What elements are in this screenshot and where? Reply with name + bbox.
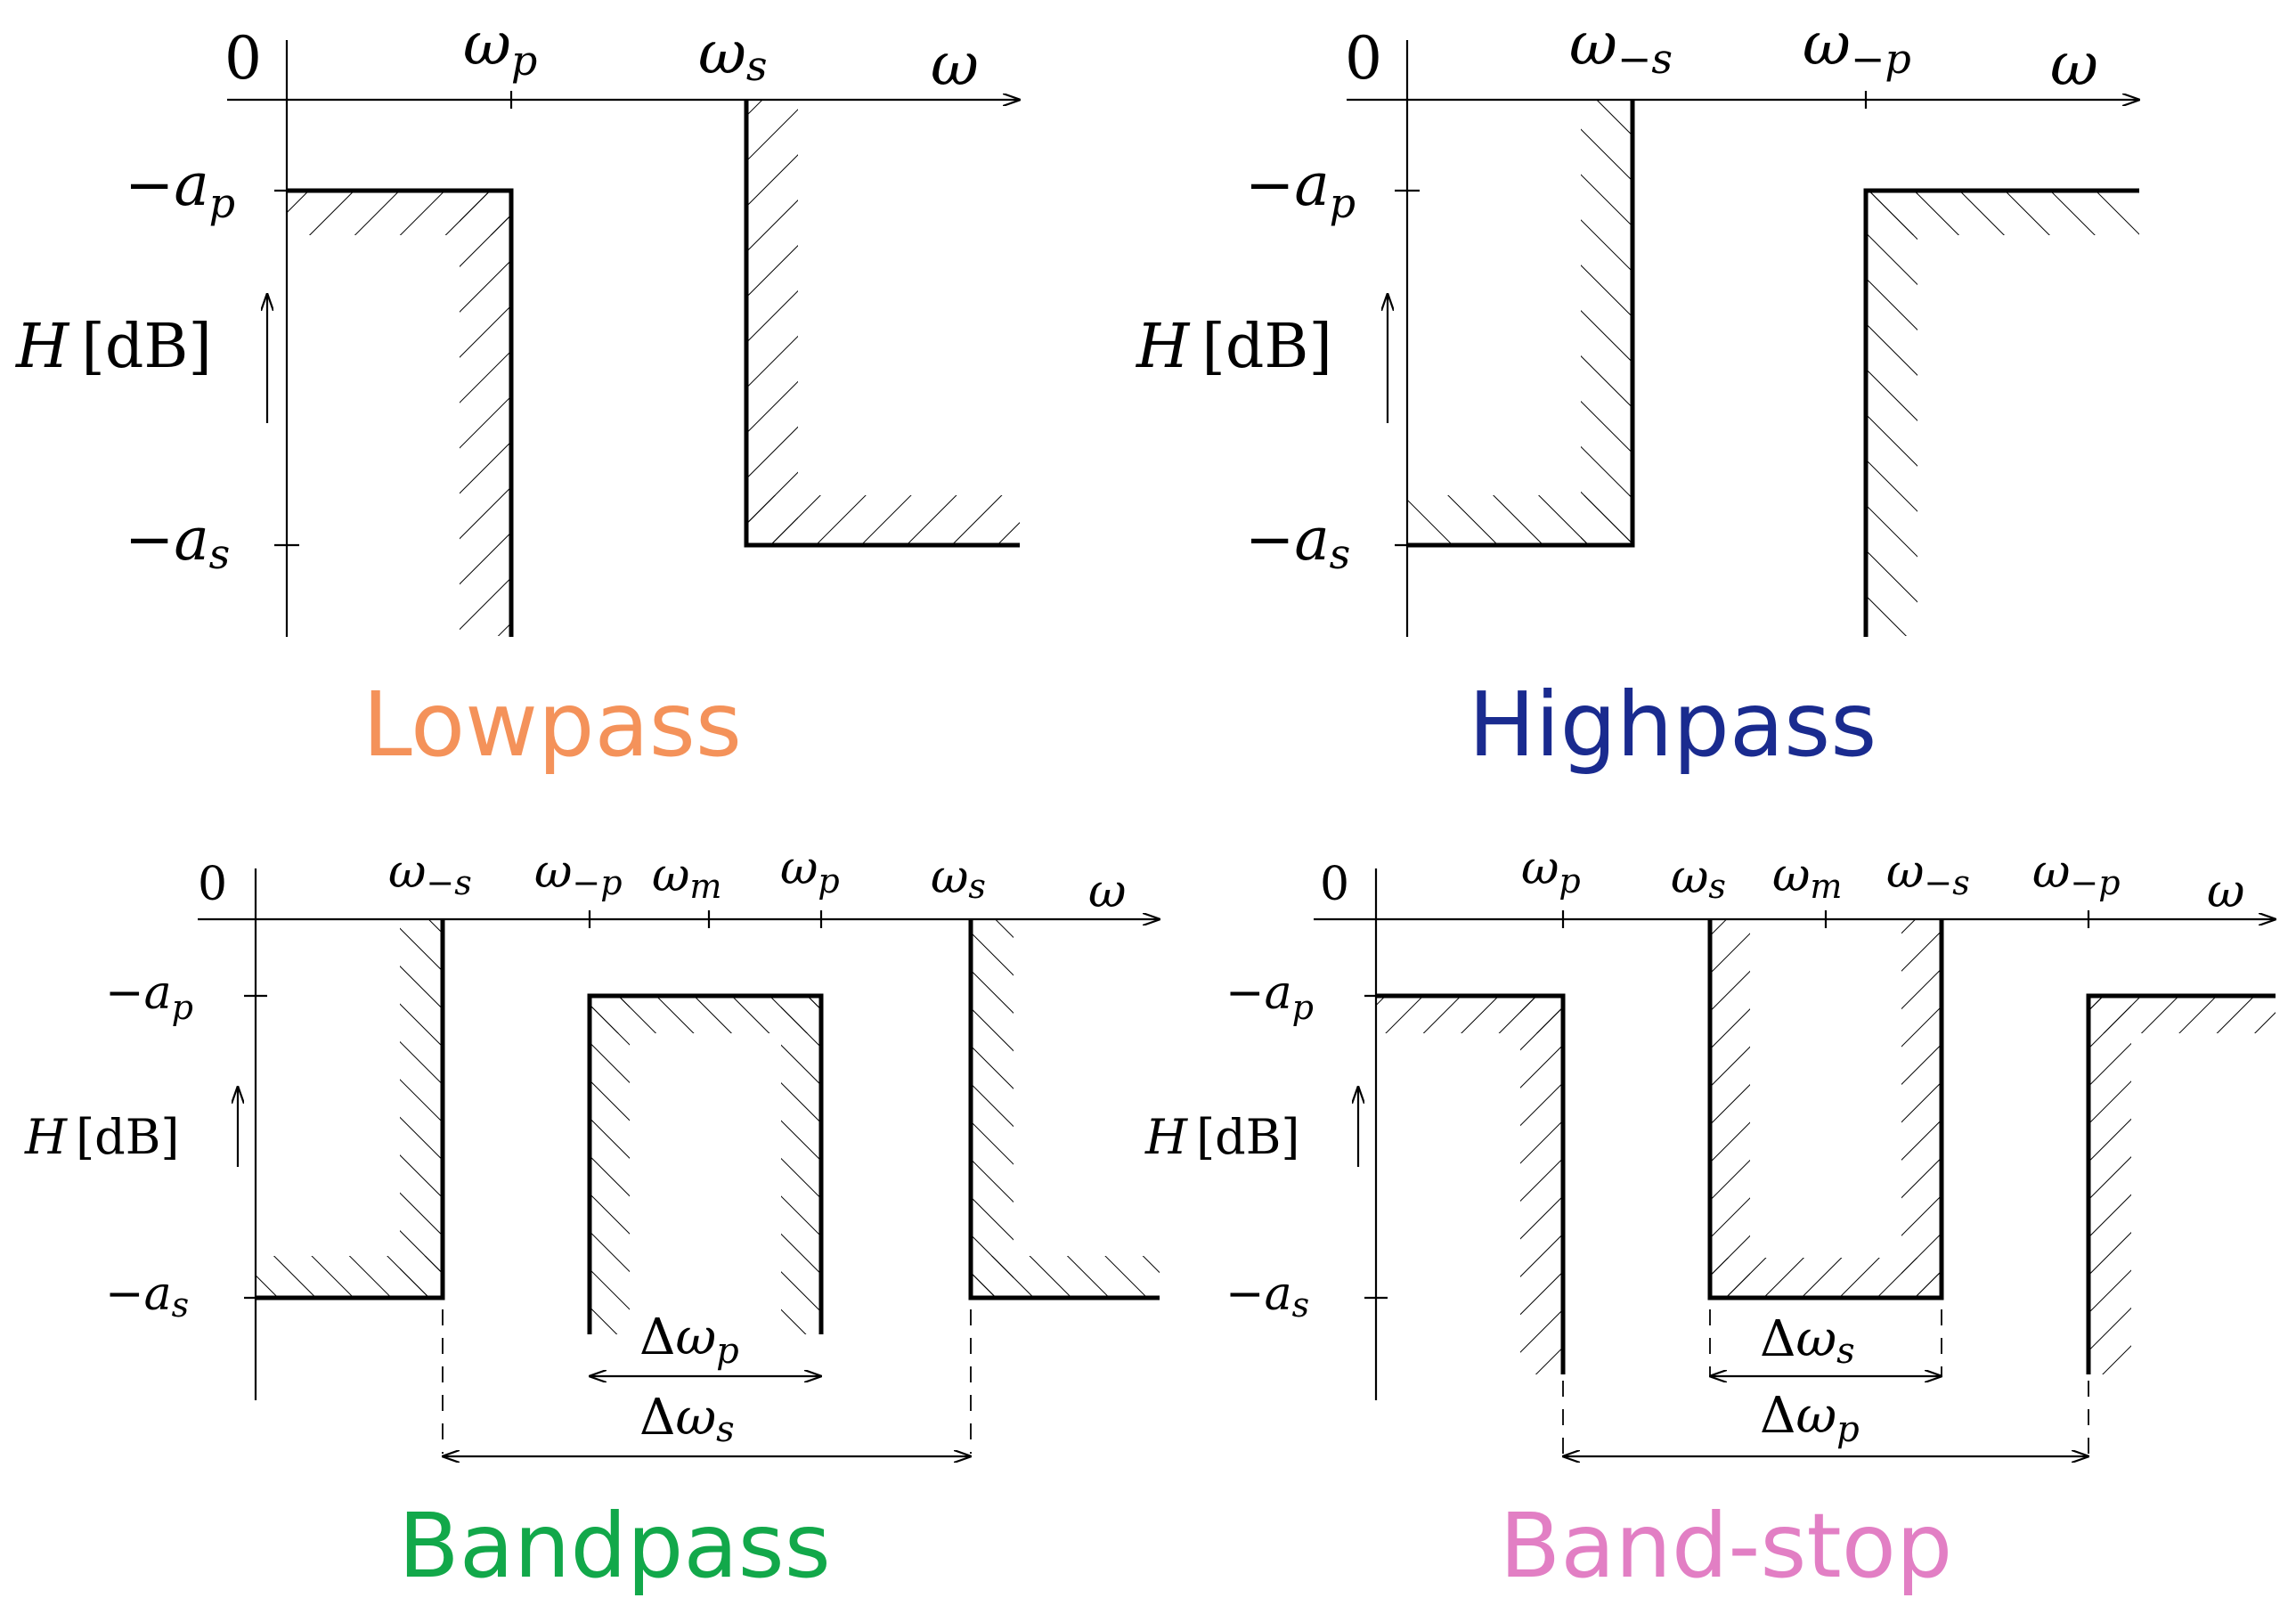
omega-s-label: ωs	[698, 19, 767, 90]
omega-p-label: ωp	[1521, 842, 1581, 901]
omega-s-label: ωs	[1671, 851, 1726, 906]
as-label: −as	[1225, 1268, 1309, 1325]
omega-p-label: ωp	[780, 842, 840, 901]
origin-label: 0	[224, 24, 262, 93]
upper-stopband-limit	[968, 919, 1160, 1300]
h-db-label: H[dB]	[14, 312, 212, 382]
bandpass-panel: 0 ω ω−s ω−p ωm ωp ωs −ap −as H[dB] Δωp Δ…	[24, 842, 1160, 1456]
omega-neg-s-label: ω−s	[388, 845, 472, 902]
omega-m-label: ωm	[652, 849, 721, 906]
ap-label: −ap	[125, 151, 235, 227]
passband-limit	[587, 993, 824, 1334]
ap-label: −ap	[105, 966, 193, 1027]
stopband-limit	[1707, 919, 1944, 1300]
as-label: −as	[1245, 505, 1350, 578]
omega-axis-label: ω	[2207, 865, 2244, 918]
passband-limit	[287, 188, 514, 637]
omega-neg-p-label: ω−p	[534, 845, 623, 902]
h-db-label: H[dB]	[1144, 1109, 1299, 1165]
h-db-label: H[dB]	[24, 1109, 179, 1165]
bandstop-panel: 0 ω ωp ωs ωm ω−s ω−p −ap −as H[dB] Δωs Δ…	[1144, 842, 2276, 1456]
stopband-limit	[744, 100, 1020, 548]
ap-label: −ap	[1225, 966, 1314, 1027]
delta-omega-s-label: Δωs	[1760, 1310, 1855, 1372]
origin-label: 0	[1320, 858, 1349, 911]
passband-limit	[1863, 188, 2139, 637]
omega-axis-label: ω	[931, 30, 979, 99]
omega-neg-p-label: ω−p	[2032, 845, 2121, 902]
lower-stopband-limit	[256, 919, 445, 1300]
bandpass-title: Bandpass	[398, 1494, 831, 1598]
as-label: −as	[125, 505, 230, 578]
highpass-panel: 0 ω ω−s ω−p −ap −as H[dB]	[1135, 10, 2139, 637]
omega-neg-p-label: ω−p	[1803, 10, 1911, 83]
omega-neg-s-label: ω−s	[1886, 845, 1970, 902]
lowpass-panel: 0 ω ωp ωs −ap −as H[dB]	[14, 10, 1020, 637]
omega-neg-s-label: ω−s	[1569, 10, 1673, 83]
bandstop-title: Band-stop	[1500, 1494, 1953, 1598]
lower-passband-limit	[1376, 993, 1566, 1374]
as-label: −as	[105, 1268, 189, 1325]
lowpass-title: Lowpass	[362, 673, 742, 777]
ap-label: −ap	[1245, 151, 1356, 227]
highpass-title: Highpass	[1469, 673, 1877, 777]
omega-s-label: ωs	[931, 851, 986, 906]
h-db-label: H[dB]	[1135, 312, 1332, 382]
origin-label: 0	[198, 858, 227, 911]
stopband-limit	[1407, 100, 1635, 548]
omega-p-label: ωp	[463, 10, 537, 85]
origin-label: 0	[1345, 24, 1382, 93]
delta-omega-s-label: Δωs	[639, 1389, 735, 1450]
delta-omega-p-label: Δωp	[1760, 1387, 1860, 1450]
omega-m-label: ωm	[1772, 849, 1842, 906]
upper-passband-limit	[2086, 993, 2276, 1374]
delta-omega-p-label: Δωp	[639, 1309, 739, 1372]
omega-axis-label: ω	[1088, 865, 1126, 918]
omega-axis-label: ω	[2050, 30, 2098, 99]
